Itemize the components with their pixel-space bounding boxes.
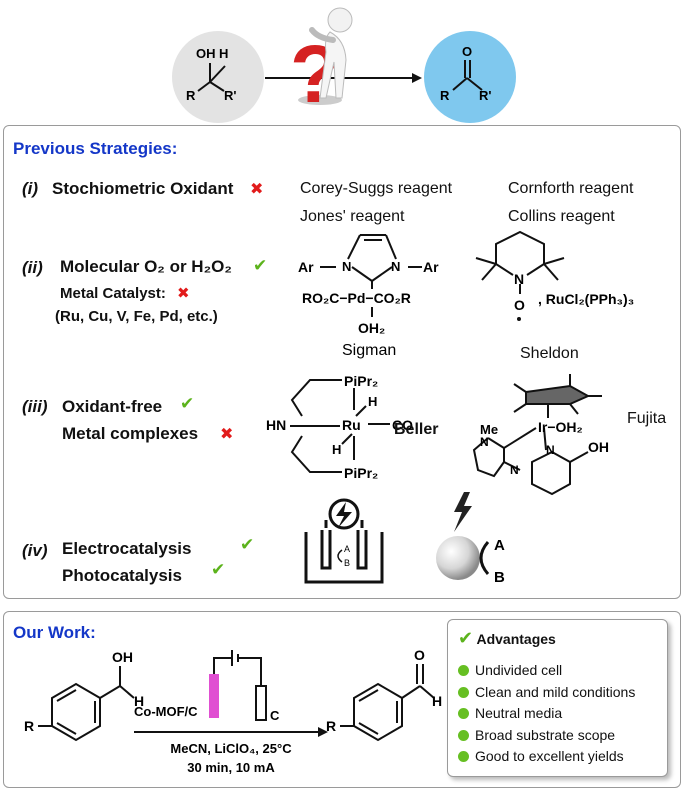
beller-p2: PiPr₂ xyxy=(344,465,378,481)
strategy-ii-line3: (Ru, Cu, V, Fe, Pd, etc.) xyxy=(55,308,218,325)
photo-a: A xyxy=(494,537,505,554)
fujita-name: Fujita xyxy=(627,410,667,427)
electrochemical-cell-icon: A B xyxy=(304,498,384,584)
beller-catalyst-structure: PiPr₂ PiPr₂ HN Ru H H CO xyxy=(266,373,413,481)
photocatalyst-icon: A B xyxy=(436,492,505,586)
beller-co: CO xyxy=(392,417,413,433)
co-mof-electrode xyxy=(209,674,219,718)
fujita-ir: Ir−OH₂ xyxy=(538,419,583,435)
bullet-icon xyxy=(458,729,469,741)
ketone-r-prime: R' xyxy=(479,88,491,103)
sheldon-name: Sheldon xyxy=(520,345,579,362)
sigman-catalyst-structure: N N Ar Ar RO₂C−Pd−CO₂R OH₂ Sigman xyxy=(298,234,439,359)
advantage-item: Clean and mild conditions xyxy=(458,682,635,704)
alcohol-r-prime: R' xyxy=(224,88,236,103)
photo-b: B xyxy=(494,569,505,586)
bullet-icon xyxy=(458,708,469,719)
strategy-iv-number: (iv) xyxy=(22,541,48,560)
check-icon: ✔ xyxy=(180,394,195,414)
product-h: H xyxy=(432,693,442,709)
tempo-n: N xyxy=(514,271,524,287)
cross-icon: ✖ xyxy=(220,424,234,443)
product-o: O xyxy=(414,647,425,663)
check-icon: ✔ xyxy=(211,560,226,580)
cell-a: A xyxy=(344,544,350,554)
sigman-name: Sigman xyxy=(342,342,396,359)
previous-strategies-title: Previous Strategies: xyxy=(13,139,178,158)
lightning-icon xyxy=(336,502,352,528)
fujita-n2: N xyxy=(510,463,519,477)
advantage-item: Good to excellent yields xyxy=(458,746,635,768)
beller-ru: Ru xyxy=(342,417,361,433)
reagent-jones: Jones' reagent xyxy=(300,208,405,225)
strategy-iii-number: (iii) xyxy=(22,397,48,416)
counter-electrode-label: C xyxy=(270,708,280,723)
fujita-oh: OH xyxy=(588,439,609,455)
ketone-o: O xyxy=(462,44,472,59)
question-man-figure: ? xyxy=(290,7,353,120)
reactant-h: H xyxy=(134,693,144,709)
advantage-item: Undivided cell xyxy=(458,660,635,682)
cross-icon: ✖ xyxy=(250,179,264,198)
advantages-box: ✔ Advantages Undivided cell Clean and mi… xyxy=(447,619,668,777)
reactant-oh: OH xyxy=(112,649,133,665)
fujita-me: Me xyxy=(480,422,498,437)
strategy-ii-number: (ii) xyxy=(22,258,43,277)
strategy-iii-line2: Metal complexes xyxy=(62,424,199,443)
strategy-ii-line2: Metal Catalyst: xyxy=(60,285,166,302)
tempo-o: O xyxy=(514,297,525,313)
alcohol-oh: OH xyxy=(196,46,216,61)
bullet-icon xyxy=(458,751,469,762)
conditions-line1: MeCN, LiClO₄, 25°C xyxy=(170,741,292,756)
strategy-iv-line1: Electrocatalysis xyxy=(62,539,192,558)
alcohol-r: R xyxy=(186,88,196,103)
tempo-structure: N O , RuCl₂(PPh₃)₃ xyxy=(475,230,634,321)
cell-b: B xyxy=(344,558,350,568)
advantages-title: Advantages xyxy=(476,631,556,647)
beller-name: Beller xyxy=(394,421,439,438)
start-circle xyxy=(172,31,264,123)
tempo-ru-catalyst: , RuCl₂(PPh₃)₃ xyxy=(538,291,634,307)
reagent-collins: Collins reagent xyxy=(508,208,615,225)
product-r: R xyxy=(326,718,336,734)
cross-icon: ✖ xyxy=(177,284,190,302)
check-icon: ✔ xyxy=(240,535,255,555)
sigman-pd-line: RO₂C−Pd−CO₂R xyxy=(302,290,411,306)
our-work-title: Our Work: xyxy=(13,623,96,642)
bullet-icon xyxy=(458,665,469,676)
fujita-catalyst-structure: Me Ir−OH₂ N N N OH xyxy=(472,374,609,496)
beller-h2: H xyxy=(332,442,341,457)
check-icon: ✔ xyxy=(253,256,268,276)
strategy-i-label: Stochiometric Oxidant xyxy=(52,179,234,198)
strategy-i-number: (i) xyxy=(22,179,39,198)
beller-hn: HN xyxy=(266,417,286,433)
advantage-item: Broad substrate scope xyxy=(458,725,635,747)
reagent-cornforth: Cornforth reagent xyxy=(508,180,634,197)
bullet-icon xyxy=(458,686,469,698)
check-icon: ✔ xyxy=(458,628,474,649)
lightning-icon xyxy=(454,492,472,532)
reactant-r: R xyxy=(24,718,34,734)
sigman-n2: N xyxy=(391,259,400,274)
conditions-line2: 30 min, 10 mA xyxy=(187,760,275,775)
strategy-iv-line2: Photocatalysis xyxy=(62,566,182,585)
fujita-n1: N xyxy=(480,435,489,449)
sigman-n1: N xyxy=(342,259,351,274)
sigman-ar1: Ar xyxy=(298,259,314,275)
reagent-corey-suggs: Corey-Suggs reagent xyxy=(300,180,453,197)
ketone-r: R xyxy=(440,88,450,103)
beller-p1: PiPr₂ xyxy=(344,373,378,389)
alcohol-h: H xyxy=(219,46,228,61)
beller-h1: H xyxy=(368,394,377,409)
sigman-ar2: Ar xyxy=(423,259,439,275)
strategy-ii-line1: Molecular O₂ or H₂O₂ xyxy=(60,257,232,276)
our-work-reaction-scheme: OH H R Co-MOF/C C MeCN, LiClO₄, 25°C 30 … xyxy=(24,647,442,775)
electrode-label: Co-MOF/C xyxy=(134,704,198,719)
header-scheme: OH H R R' O R R' ? xyxy=(172,7,516,123)
sigman-oh2: OH₂ xyxy=(358,320,385,336)
fujita-n3: N xyxy=(546,443,555,457)
strategy-iii-line1: Oxidant-free xyxy=(62,397,163,416)
advantage-item: Neutral media xyxy=(458,703,635,725)
